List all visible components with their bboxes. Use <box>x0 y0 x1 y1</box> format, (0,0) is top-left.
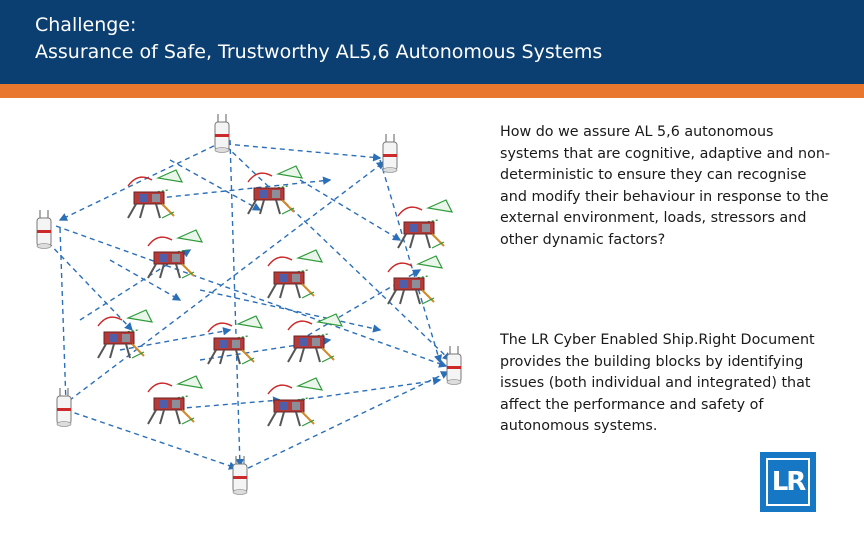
radio-tower-icon <box>56 387 72 428</box>
robot-dog-icon <box>267 377 323 427</box>
lr-logo-mark: LR <box>771 467 807 497</box>
page-title: Challenge: Assurance of Safe, Trustworth… <box>35 12 602 66</box>
answer-paragraph: The LR Cyber Enabled Ship.Right Document… <box>500 332 815 435</box>
accent-bar <box>0 84 864 98</box>
robot-dog-icon <box>127 169 183 219</box>
radio-tower-icon <box>214 113 230 154</box>
radio-tower-icon <box>232 455 248 496</box>
title-line-1: Challenge: <box>35 14 137 36</box>
network-links <box>41 139 452 473</box>
robot-dog-icon <box>397 199 453 249</box>
network-diagram <box>36 113 462 496</box>
robot-dog-icon <box>267 249 323 299</box>
radio-tower-icon <box>446 345 462 386</box>
question-paragraph: How do we assure AL 5,6 autonomous syste… <box>500 124 831 248</box>
lr-logo: LR <box>760 452 816 512</box>
robot-dog-icon <box>147 375 203 425</box>
robot-dog-icon <box>247 165 303 215</box>
robot-dog-icon <box>387 255 443 305</box>
header-bar: Challenge: Assurance of Safe, Trustworth… <box>0 0 864 84</box>
title-line-2: Assurance of Safe, Trustworthy AL5,6 Aut… <box>35 41 603 63</box>
robot-dog-icon <box>97 309 153 359</box>
lr-logo-frame <box>766 458 810 506</box>
radio-tower-icon <box>382 133 398 174</box>
robot-dog-icon <box>287 313 343 363</box>
radio-tower-icon <box>36 209 52 250</box>
